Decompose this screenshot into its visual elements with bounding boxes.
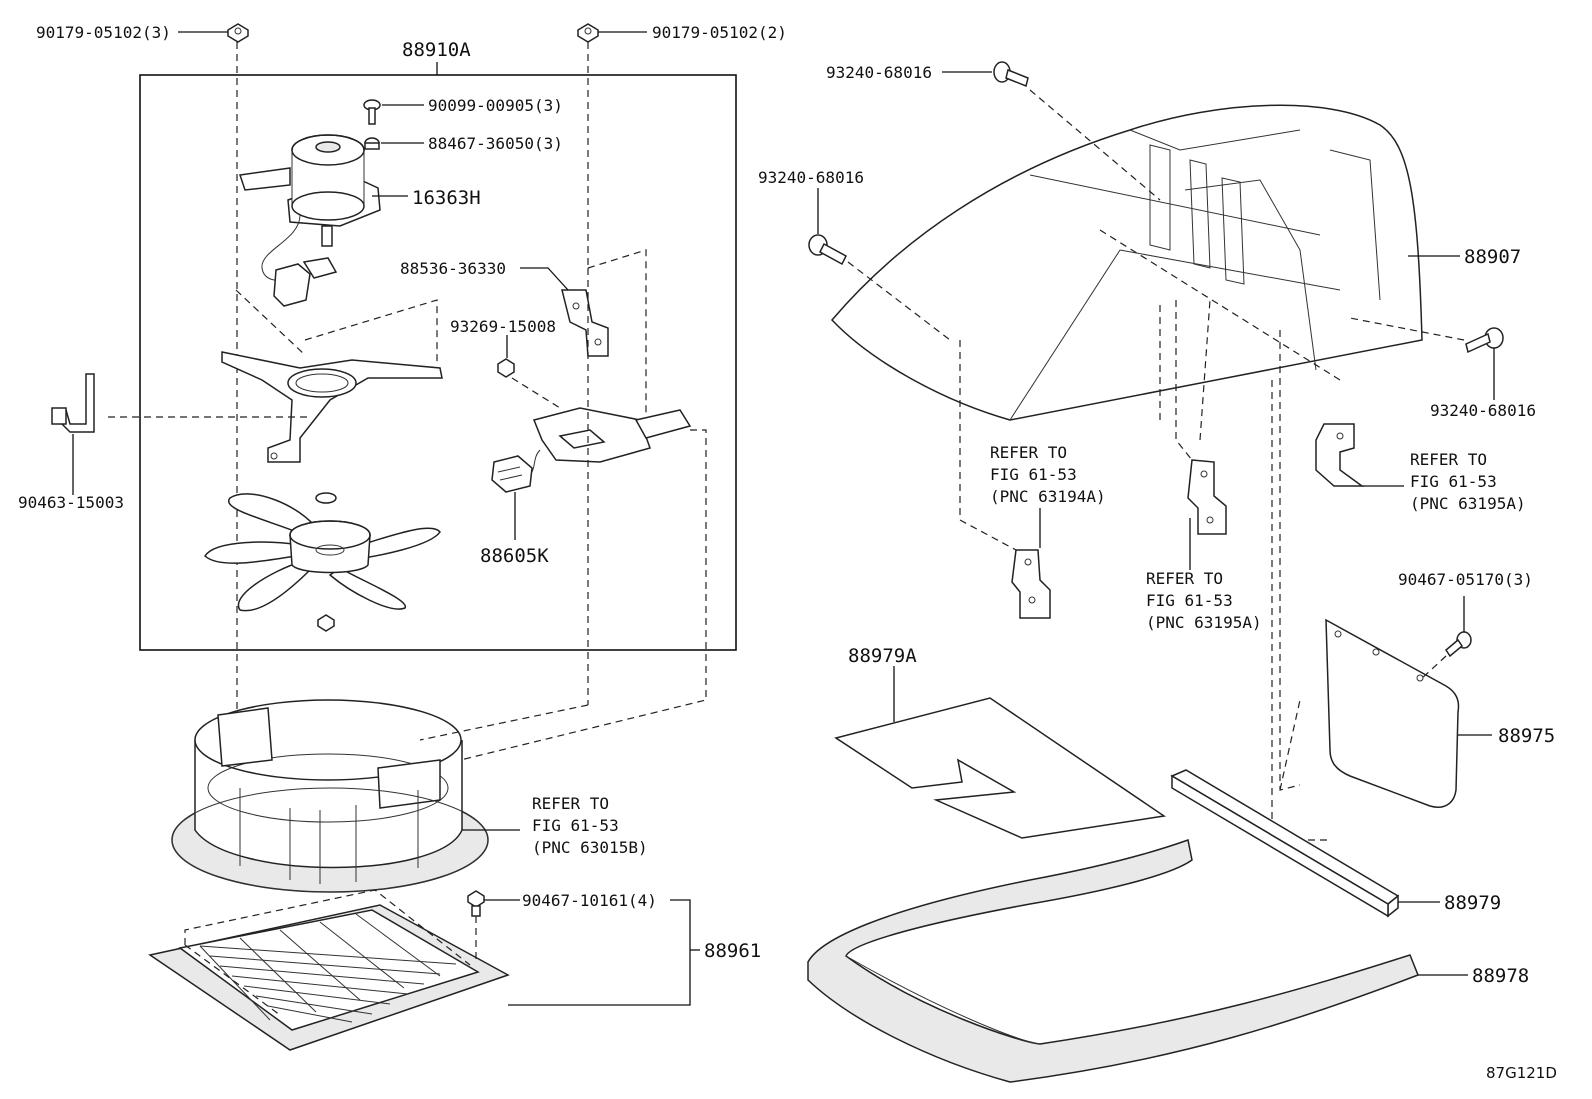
ref-note-63015B: REFER TO FIG 61-53 (PNC 63015B)	[532, 794, 648, 857]
clip-90463[interactable]	[51, 373, 95, 433]
label-90179-05102-2: 90179-05102(2)	[652, 23, 787, 42]
ref-note-63195A-right: REFER TO FIG 61-53 (PNC 63195A)	[1410, 450, 1526, 513]
motor-mount-bracket[interactable]	[221, 351, 443, 463]
figure-code: 87G121D	[1486, 1064, 1557, 1082]
screw-90099[interactable]	[363, 99, 381, 125]
label-88961: 88961	[704, 940, 761, 962]
label-88605K: 88605K	[480, 545, 549, 567]
label-88910A: 88910A	[402, 39, 471, 61]
bracket-63194A[interactable]	[1011, 549, 1051, 619]
svg-text:(PNC 63015B): (PNC 63015B)	[532, 838, 648, 857]
svg-text:REFER TO: REFER TO	[1146, 569, 1223, 588]
svg-text:REFER TO: REFER TO	[532, 794, 609, 813]
ref-note-63194A: REFER TO FIG 61-53 (PNC 63194A)	[990, 443, 1106, 506]
label-90467-10161: 90467-10161(4)	[522, 891, 657, 910]
bracket-63195A-right[interactable]	[1315, 423, 1365, 487]
cover-plate-88975[interactable]	[1325, 618, 1460, 808]
screw-93240-right[interactable]	[1465, 327, 1504, 354]
screw-90467-05170[interactable]	[1445, 631, 1472, 658]
label-88979A: 88979A	[848, 645, 917, 667]
blower-case[interactable]	[171, 699, 489, 893]
svg-text:FIG 61-53: FIG 61-53	[1410, 472, 1497, 491]
svg-text:(PNC 63195A): (PNC 63195A)	[1146, 613, 1262, 632]
seal-strip-88979[interactable]	[1170, 769, 1400, 918]
resistor-harness[interactable]	[519, 407, 692, 481]
svg-text:(PNC 63194A): (PNC 63194A)	[990, 487, 1106, 506]
label-88975: 88975	[1498, 725, 1555, 747]
nut-90179-right[interactable]	[577, 23, 599, 43]
trim-88978[interactable]	[807, 839, 1419, 1083]
label-88467-36050: 88467-36050(3)	[428, 134, 563, 153]
svg-text:FIG 61-53: FIG 61-53	[532, 816, 619, 835]
ref-note-63195A-middle: REFER TO FIG 61-53 (PNC 63195A)	[1146, 569, 1262, 632]
bolt-93269[interactable]	[497, 358, 515, 378]
svg-text:REFER TO: REFER TO	[1410, 450, 1487, 469]
svg-text:(PNC 63195A): (PNC 63195A)	[1410, 494, 1526, 513]
bracket-63195A-middle[interactable]	[1187, 459, 1227, 535]
label-90467-05170: 90467-05170(3)	[1398, 570, 1533, 589]
assembly-88910A-frame	[139, 74, 737, 651]
label-90463-15003: 90463-15003	[18, 493, 124, 512]
insulator-88979A[interactable]	[834, 697, 1166, 839]
screw-93240-left[interactable]	[808, 234, 847, 266]
svg-text:FIG 61-53: FIG 61-53	[990, 465, 1077, 484]
label-93240-68016-right: 93240-68016	[1430, 401, 1536, 420]
label-16363H: 16363H	[412, 187, 481, 209]
grille-88961[interactable]	[148, 904, 510, 1051]
label-93240-68016-left: 93240-68016	[758, 168, 864, 187]
nut-90179-left[interactable]	[227, 23, 249, 43]
label-90099-00905: 90099-00905(3)	[428, 96, 563, 115]
svg-text:FIG 61-53: FIG 61-53	[1146, 591, 1233, 610]
svg-text:REFER TO: REFER TO	[990, 443, 1067, 462]
cover-88907[interactable]	[830, 104, 1423, 441]
label-93269-15008: 93269-15008	[450, 317, 556, 336]
label-88979: 88979	[1444, 892, 1501, 914]
screw-93240-top[interactable]	[993, 61, 1029, 88]
label-93240-68016-top: 93240-68016	[826, 63, 932, 82]
label-90179-05102-3: 90179-05102(3)	[36, 23, 171, 42]
bracket-88536[interactable]	[561, 289, 609, 357]
label-88978: 88978	[1472, 965, 1529, 987]
label-88536-36330: 88536-36330	[400, 259, 506, 278]
blower-fan[interactable]	[204, 492, 441, 632]
clip-90467-10161[interactable]	[467, 890, 485, 917]
connector-88605K[interactable]	[491, 455, 533, 493]
washer-88467[interactable]	[364, 137, 380, 150]
label-88907: 88907	[1464, 246, 1521, 268]
blower-motor-16363H[interactable]	[239, 134, 381, 307]
